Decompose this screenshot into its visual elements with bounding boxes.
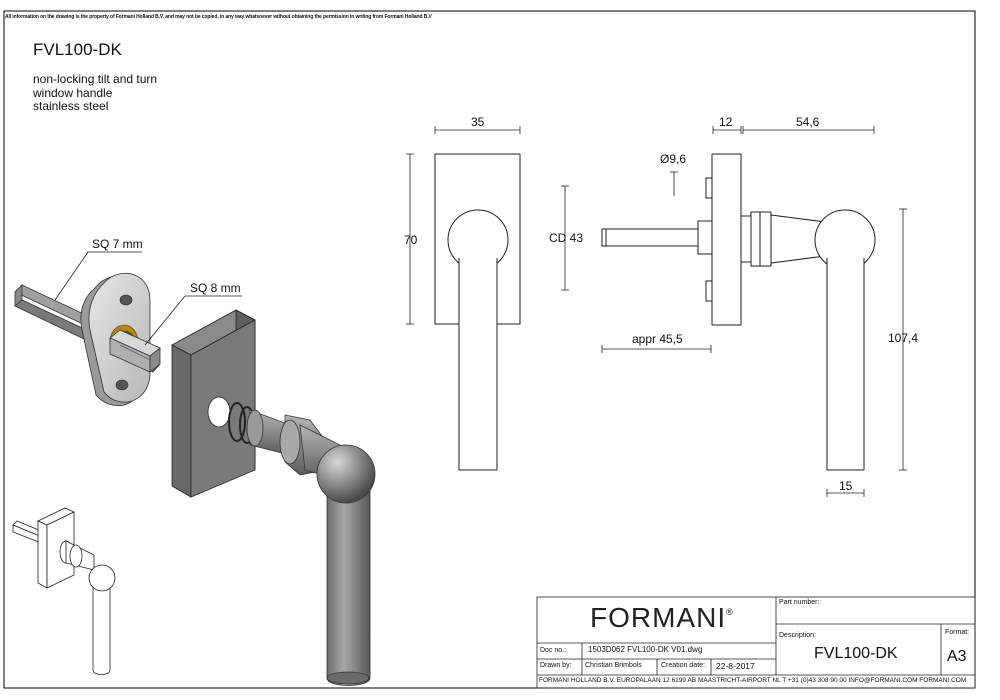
label-sq8: SQ 8 mm <box>190 281 241 295</box>
dim-front-width: 35 <box>471 115 485 129</box>
creation-date-value: 22-8-2017 <box>716 661 755 671</box>
dim-hole-diameter: Ø9,6 <box>660 152 687 166</box>
part-number-label: Part number: <box>779 599 820 606</box>
format-value: A3 <box>947 648 967 665</box>
dim-spindle-length: appr 45,5 <box>632 332 683 346</box>
product-title: FVL100-DK <box>33 40 122 59</box>
dim-hole-distance: CD 43 <box>549 231 584 245</box>
dim-total-height: 107,4 <box>888 331 919 345</box>
description-label: Description: <box>779 632 816 639</box>
product-description: non-locking tilt and turn window handle … <box>33 72 158 114</box>
logo-text: FORMANI <box>590 602 727 633</box>
side-view <box>601 153 876 471</box>
company-footer: FORMANI HOLLAND B.V. EUROPALAAN 12 6199 … <box>539 677 967 684</box>
dim-side-reach: 54,6 <box>796 115 820 129</box>
description-value: FVL100-DK <box>814 645 898 662</box>
front-dimensions <box>406 126 521 325</box>
format-label: Format: <box>945 629 970 636</box>
dim-front-height: 70 <box>404 233 418 247</box>
creation-date-label: Creation date: <box>661 662 705 669</box>
leader-sq8 <box>144 295 242 346</box>
isometric-view <box>14 251 376 686</box>
label-sq7: SQ 7 mm <box>92 237 143 251</box>
rosette-block <box>171 309 256 498</box>
description-line: window handle <box>33 85 113 100</box>
handle-lever <box>316 444 376 686</box>
drawn-by-label: Drawn by: <box>540 662 572 669</box>
doc-no-label: Doc no.: <box>540 647 567 654</box>
front-view <box>434 153 521 471</box>
spindle-sq8 <box>109 329 161 373</box>
sheet-border <box>3 10 976 689</box>
title-block-grid <box>536 596 976 689</box>
description-line: non-locking tilt and turn <box>33 72 158 86</box>
registered-mark: ® <box>726 607 734 617</box>
description-line: stainless steel <box>33 99 109 113</box>
dim-lever-width: 15 <box>839 479 853 493</box>
leader-sq7 <box>54 251 142 301</box>
doc-no-value: 1503D062 FVL100-DK V01.dwg <box>588 645 703 654</box>
side-dimensions <box>561 126 907 497</box>
drawn-by-value: Christian Brimbols <box>585 662 642 669</box>
dim-side-base: 12 <box>719 115 733 129</box>
copyright-notice: All information on the drawing is the pr… <box>5 14 432 20</box>
formani-logo: FORMANI® <box>590 602 734 634</box>
thumbnail-view <box>12 507 116 675</box>
